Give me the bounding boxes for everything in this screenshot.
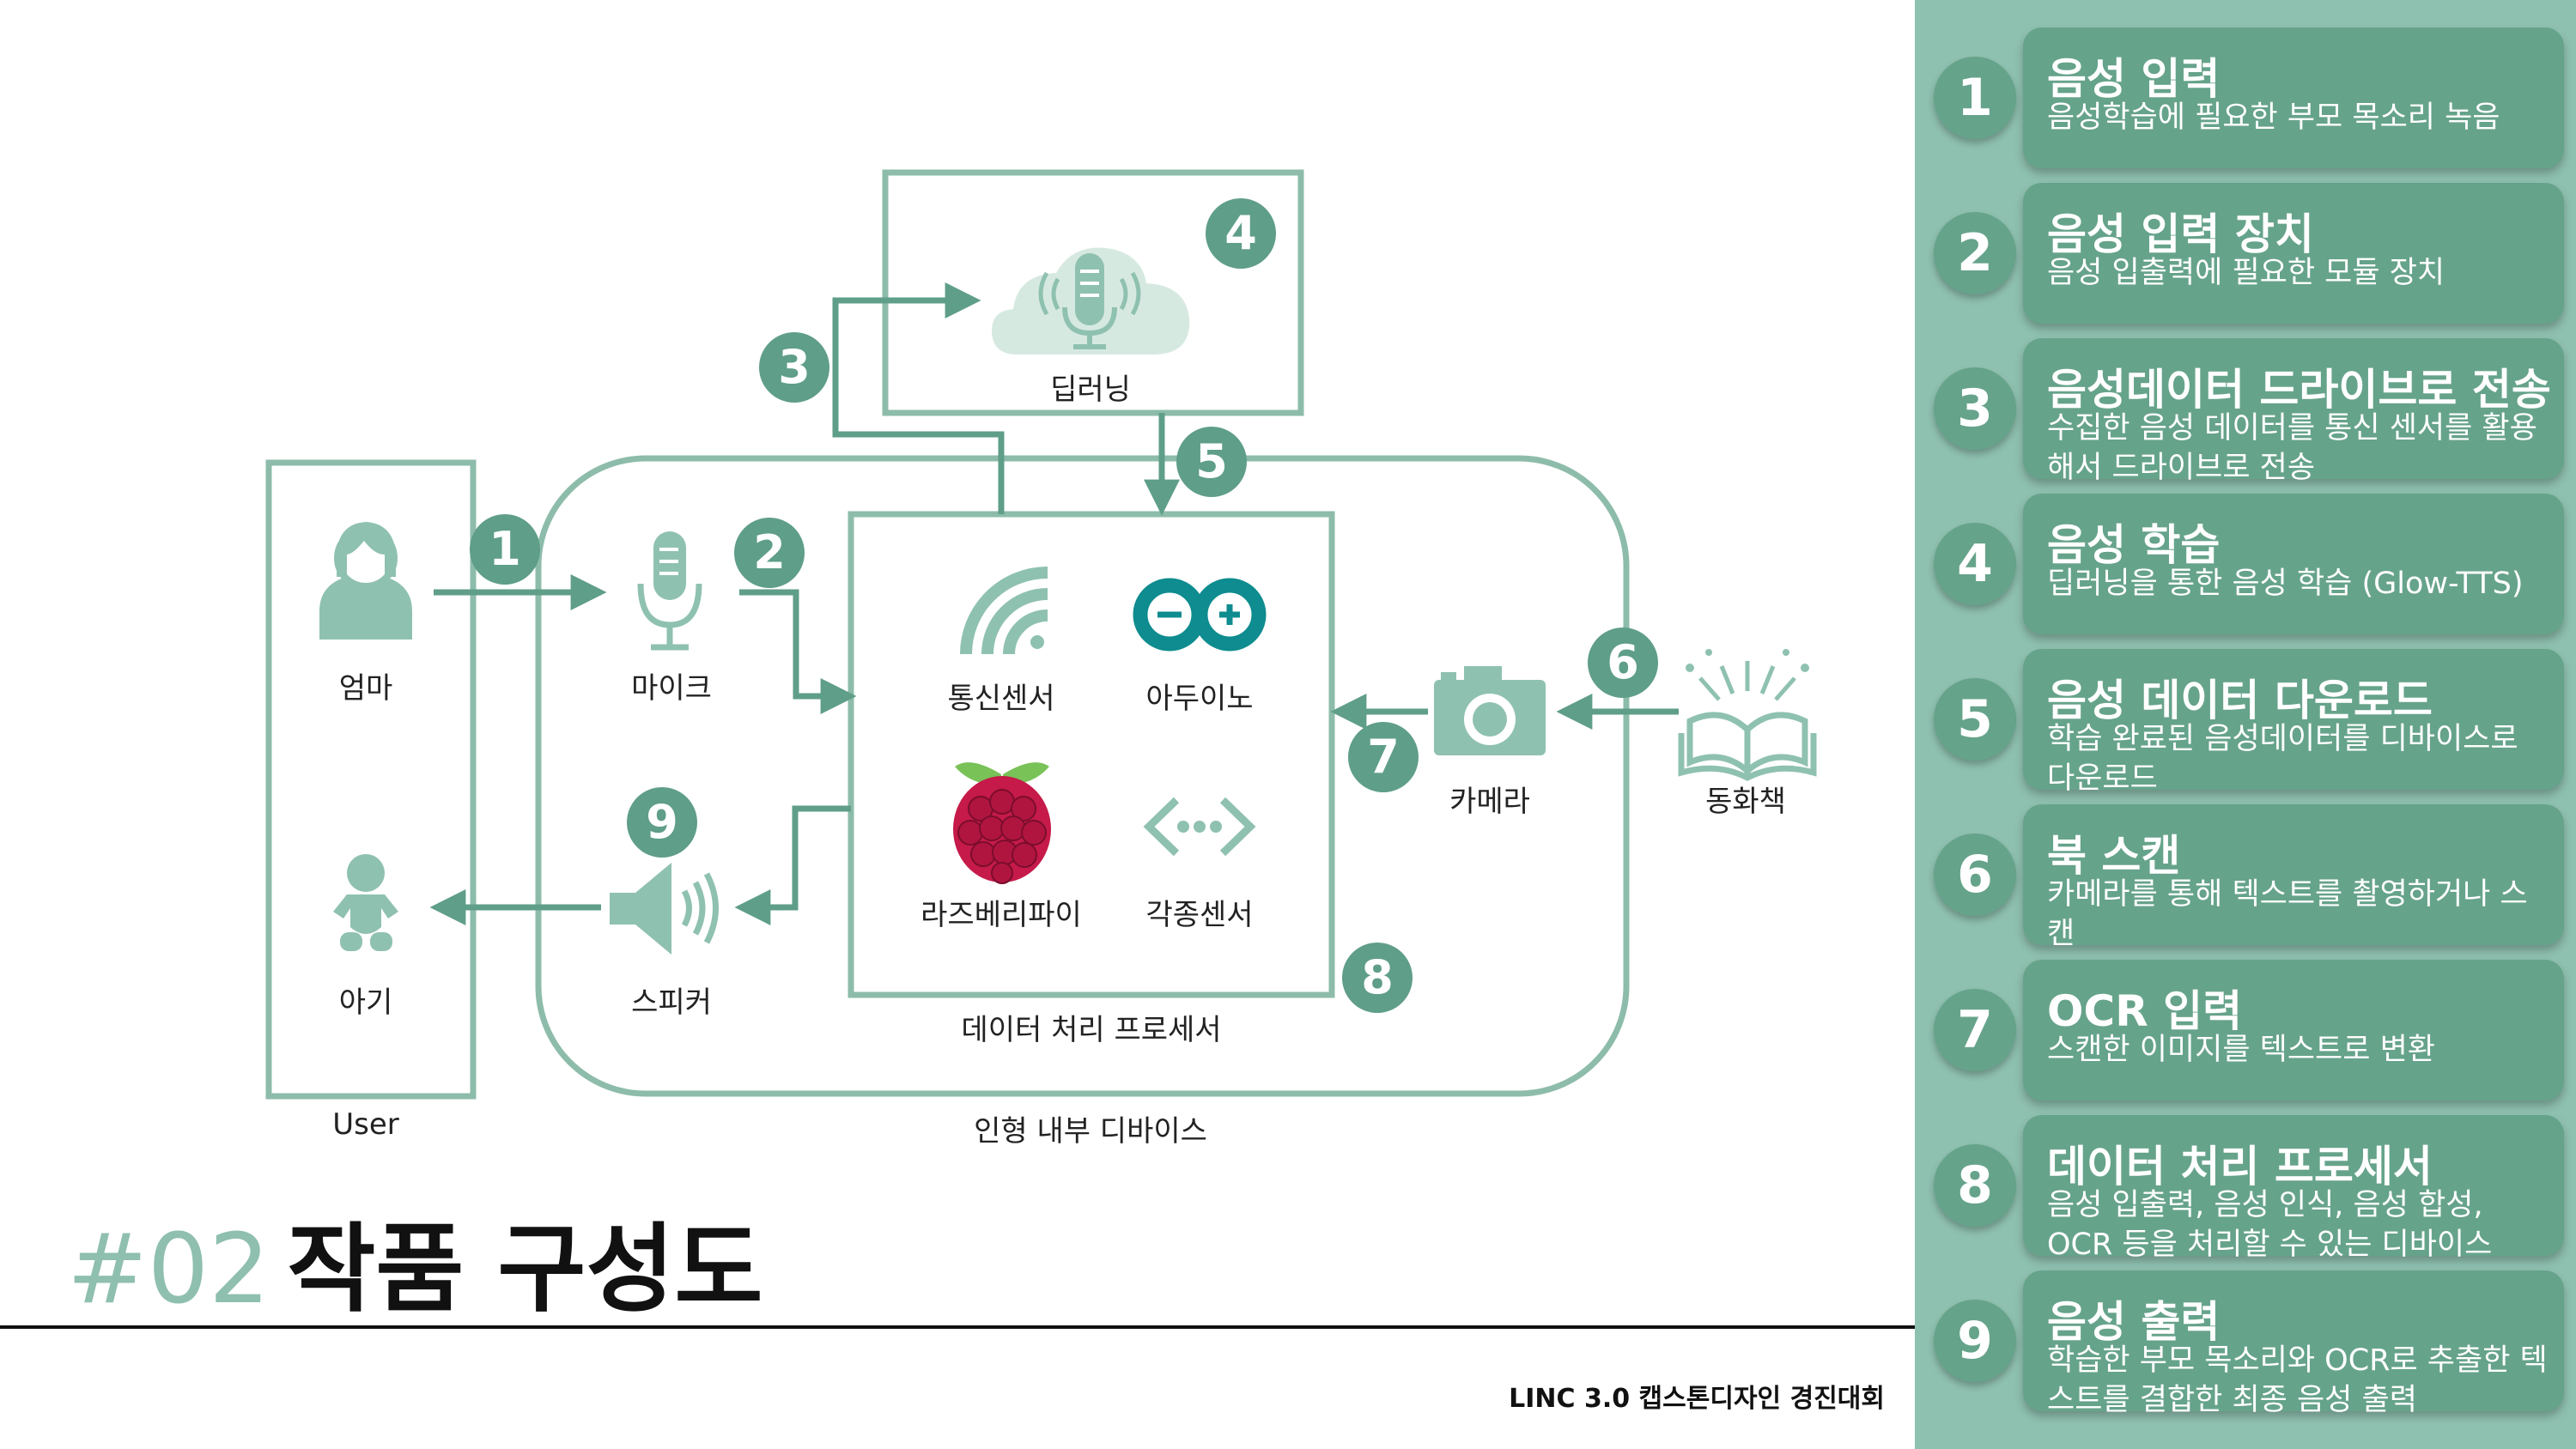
raspberry-pi-icon — [953, 762, 1051, 884]
divider — [0, 1325, 1915, 1329]
step-number-7: 7 — [1934, 989, 2016, 1071]
step-description: 수집한 음성 데이터를 통신 센서를 활용해서 드라이브로 전송 — [2047, 411, 2537, 485]
step-number-9: 9 — [1934, 1300, 2016, 1382]
step-description: 학습한 부모 목소리와 OCR로 추출한 텍스트를 결합한 최종 음성 출력 — [2047, 1343, 2548, 1417]
label-raspberry-pi: 라즈베리파이 — [920, 898, 1082, 932]
footer-text: LINC 3.0 캡스톤디자인 경진대회 — [1509, 1384, 1885, 1414]
baby-icon — [333, 854, 398, 951]
arduino-icon — [1133, 578, 1267, 652]
step-description: 스캔한 이미지를 텍스트로 변환 — [2047, 1033, 2435, 1067]
badge-3: 3 — [759, 332, 829, 403]
step-description: 카메라를 통해 텍스트를 촬영하거나 스캔 — [2047, 877, 2528, 951]
arrow-processor-to-drive — [832, 282, 1005, 514]
step-number-8: 8 — [1934, 1144, 2016, 1227]
step-description: 음성학습에 필요한 부모 목소리 녹음 — [2047, 100, 2500, 135]
step-title: 음성데이터 드라이브로 전송 — [2047, 365, 2551, 415]
label-sensors: 각종센서 — [1145, 898, 1254, 932]
label-baby: 아기 — [338, 985, 393, 1020]
step-description: 학습 완료된 음성데이터를 디바이스로 다운로드 — [2047, 722, 2518, 796]
step-number-1: 1 — [1934, 57, 2016, 139]
step-title: 북 스캔 — [2047, 831, 2181, 881]
cloud-mic-icon — [992, 247, 1190, 355]
badge-2: 2 — [734, 518, 805, 588]
page-title-text: 작품 구성도 — [287, 1214, 763, 1325]
badge-9: 9 — [627, 787, 697, 858]
label-speaker: 스피커 — [631, 985, 712, 1020]
label-storybook: 동화책 — [1705, 785, 1786, 819]
badge-8: 8 — [1342, 943, 1413, 1013]
label-comm-sensor: 통신센서 — [947, 682, 1055, 716]
badge-1: 1 — [470, 514, 540, 585]
label-camera: 카메라 — [1449, 785, 1530, 819]
device-box — [535, 455, 1630, 1097]
step-description: 음성 입출력에 필요한 모듈 장치 — [2047, 256, 2445, 290]
arrow-mic-to-processor — [739, 589, 857, 714]
step-title: 음성 출력 — [2047, 1297, 2221, 1347]
step-number-6: 6 — [1934, 834, 2016, 916]
microphone-icon — [637, 531, 702, 651]
badge-4: 4 — [1206, 198, 1276, 269]
mom-icon — [319, 522, 412, 640]
step-description: 음성 입출력, 음성 인식, 음성 합성, OCR 등을 처리할 수 있는 디바… — [2047, 1188, 2493, 1262]
speaker-icon — [610, 863, 719, 955]
storybook-icon — [1678, 649, 1817, 781]
page-title-number: #02 — [67, 1214, 270, 1325]
step-title: 음성 데이터 다운로드 — [2047, 676, 2433, 725]
label-mom: 엄마 — [338, 671, 393, 706]
step-title: 음성 입력 장치 — [2047, 209, 2314, 259]
camera-icon — [1434, 666, 1546, 755]
step-description: 딥러닝을 통한 음성 학습 (Glow-TTS) — [2047, 567, 2524, 601]
step-number-2: 2 — [1934, 212, 2016, 294]
label-arduino: 아두이노 — [1145, 682, 1254, 716]
diagram-graphics — [265, 169, 1817, 1100]
badge-7: 7 — [1348, 722, 1419, 792]
step-title: 음성 입력 — [2047, 54, 2221, 104]
wifi-icon — [960, 567, 1048, 655]
badge-6: 6 — [1588, 627, 1658, 698]
sensors-icon — [1143, 797, 1256, 857]
label-user: User — [332, 1107, 399, 1142]
step-title: 음성 학습 — [2047, 520, 2221, 570]
step-number-3: 3 — [1934, 367, 2016, 450]
label-device: 인형 내부 디바이스 — [974, 1114, 1207, 1149]
step-number-4: 4 — [1934, 523, 2016, 605]
badge-5: 5 — [1176, 427, 1247, 497]
step-title: 데이터 처리 프로세서 — [2047, 1142, 2433, 1191]
step-number-5: 5 — [1934, 678, 2016, 761]
step-title: OCR 입력 — [2047, 986, 2243, 1036]
label-mic: 마이크 — [631, 671, 712, 706]
label-processor: 데이터 처리 프로세서 — [961, 1013, 1222, 1047]
arrow-processor-to-speaker — [734, 805, 851, 925]
user-box — [265, 459, 477, 1100]
label-deep-learning: 딥러닝 — [1050, 373, 1131, 407]
